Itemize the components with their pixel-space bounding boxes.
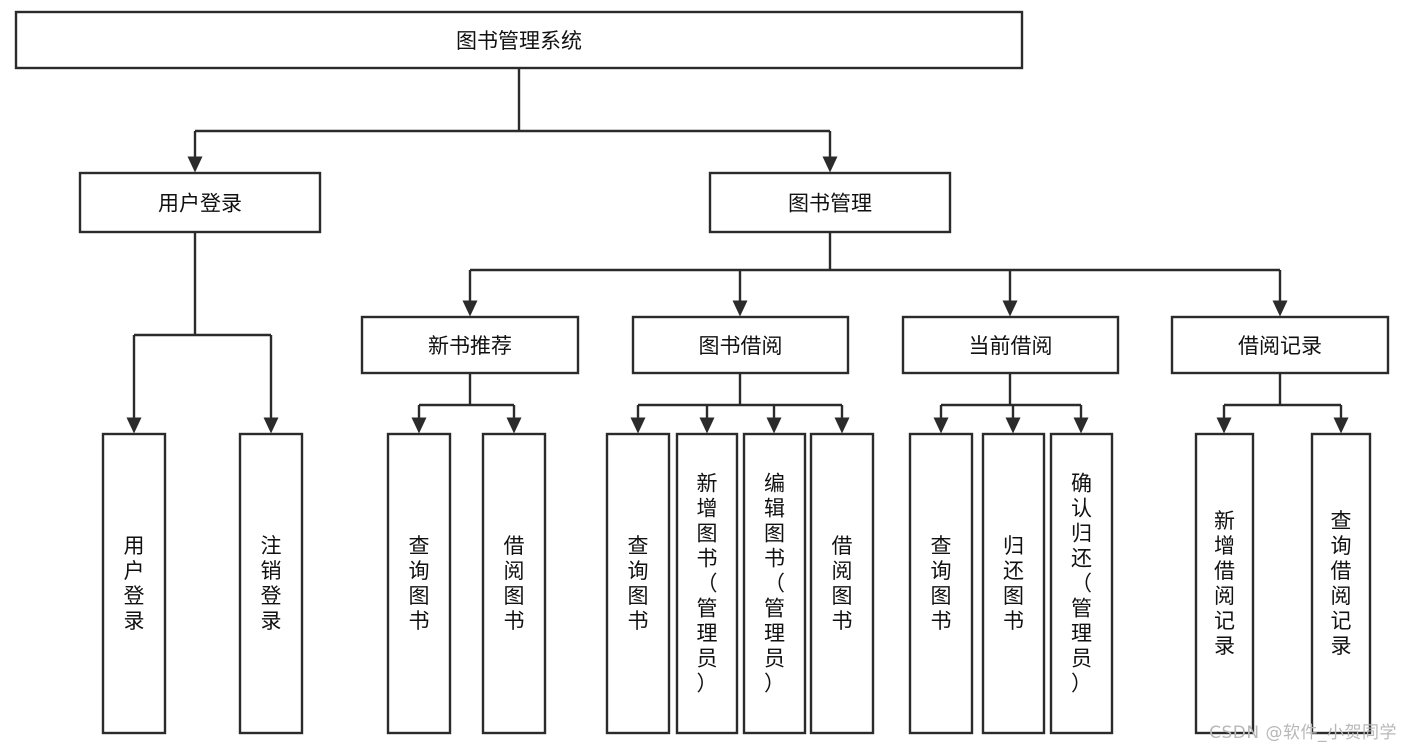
connector-new-book-recommend: [411, 373, 522, 434]
node-label-borrow-edit-book: 编辑图书（管理员）: [764, 472, 785, 696]
node-box-recommend-query-book: [386, 432, 452, 735]
connector-book-borrow: [630, 373, 850, 434]
arrow-head: [699, 417, 715, 434]
node-label-current-borrow: 当前借阅: [969, 334, 1053, 358]
node-box-current-return-book: [981, 432, 1046, 735]
arrow-head: [506, 417, 522, 434]
node-current-query-book[interactable]: 查询图书: [908, 432, 974, 735]
node-label-user-login-do: 用户登录: [124, 534, 145, 633]
node-label-user-login: 用户登录: [158, 192, 242, 216]
node-box-user-login: [78, 171, 322, 234]
node-label-borrow-borrow-book: 借阅图书: [832, 534, 853, 633]
arrow-head: [263, 417, 279, 434]
node-label-borrow-query-book: 查询图书: [628, 534, 649, 633]
arrow-head: [766, 417, 782, 434]
connector-root: [187, 68, 838, 173]
node-label-new-book-recommend: 新书推荐: [428, 334, 512, 358]
connector-user-login: [126, 232, 279, 434]
node-box-current-borrow: [901, 315, 1120, 375]
node-user-logout[interactable]: 注销登录: [238, 432, 304, 735]
node-box-record-query: [1310, 432, 1372, 735]
node-user-login-do[interactable]: 用户登录: [101, 432, 167, 735]
node-label-current-confirm-return: 确认归还（管理员）: [1071, 472, 1092, 696]
node-box-current-query-book: [908, 432, 974, 735]
node-box-book-management: [708, 171, 952, 234]
arrow-head: [1216, 417, 1232, 434]
node-book-management[interactable]: 图书管理: [708, 171, 952, 234]
arrow-head: [933, 417, 949, 434]
node-label-current-query-book: 查询图书: [931, 534, 952, 633]
node-box-borrow-record: [1170, 315, 1390, 375]
node-current-confirm-return[interactable]: 确认归还（管理员）: [1049, 432, 1114, 735]
node-label-borrow-record: 借阅记录: [1238, 334, 1322, 358]
arrow-head: [1272, 300, 1288, 317]
connector-borrow-record: [1216, 373, 1349, 434]
node-borrow-record[interactable]: 借阅记录: [1170, 315, 1390, 375]
node-record-add[interactable]: 新增借阅记录: [1194, 432, 1255, 735]
node-borrow-query-book[interactable]: 查询图书: [605, 432, 671, 735]
node-box-new-book-recommend: [360, 315, 580, 375]
node-label-record-query: 查询借阅记录: [1331, 509, 1352, 658]
node-label-book-borrow: 图书借阅: [699, 334, 783, 358]
node-box-user-login-do: [101, 432, 167, 735]
node-label-borrow-add-book: 新增图书（管理员）: [697, 472, 718, 696]
arrow-head: [126, 417, 142, 434]
connector-book-management: [462, 232, 1288, 317]
node-book-borrow[interactable]: 图书借阅: [631, 315, 850, 375]
arrow-head: [411, 417, 427, 434]
node-recommend-query-book[interactable]: 查询图书: [386, 432, 452, 735]
nodes-layer: 图书管理系统用户登录用户登录注销登录图书管理新书推荐查询图书借阅图书图书借阅查询…: [14, 10, 1390, 735]
arrow-head: [187, 156, 203, 173]
node-current-borrow[interactable]: 当前借阅: [901, 315, 1120, 375]
arrow-head: [834, 417, 850, 434]
arrow-head: [1333, 417, 1349, 434]
node-box-root: [14, 10, 1024, 70]
node-borrow-borrow-book[interactable]: 借阅图书: [809, 432, 875, 735]
node-label-root: 图书管理系统: [456, 29, 582, 53]
node-box-borrow-query-book: [605, 432, 671, 735]
node-root[interactable]: 图书管理系统: [14, 10, 1024, 70]
arrow-head: [462, 300, 478, 317]
node-current-return-book[interactable]: 归还图书: [981, 432, 1046, 735]
arrow-head: [732, 300, 748, 317]
node-label-user-logout: 注销登录: [261, 534, 282, 633]
node-recommend-borrow-book[interactable]: 借阅图书: [481, 432, 547, 735]
node-label-recommend-borrow-book: 借阅图书: [504, 534, 525, 633]
arrow-head: [630, 417, 646, 434]
node-box-current-confirm-return: [1049, 432, 1114, 735]
node-box-borrow-borrow-book: [809, 432, 875, 735]
node-box-record-add: [1194, 432, 1255, 735]
csdn-watermark: CSDN @软件_小贺同学: [1209, 723, 1397, 743]
node-label-record-add: 新增借阅记录: [1214, 509, 1235, 658]
node-label-recommend-query-book: 查询图书: [409, 534, 430, 633]
arrow-head: [1002, 300, 1018, 317]
arrow-head: [1005, 417, 1021, 434]
node-label-book-management: 图书管理: [788, 192, 872, 216]
node-box-borrow-edit-book: [742, 432, 807, 735]
connector-current-borrow: [933, 373, 1089, 434]
node-record-query[interactable]: 查询借阅记录: [1310, 432, 1372, 735]
arrow-head: [1073, 417, 1089, 434]
node-box-borrow-add-book: [675, 432, 739, 735]
node-box-recommend-borrow-book: [481, 432, 547, 735]
node-user-login[interactable]: 用户登录: [78, 171, 322, 234]
node-borrow-edit-book[interactable]: 编辑图书（管理员）: [742, 432, 807, 735]
arrow-head: [822, 156, 838, 173]
connectors-layer: [126, 68, 1349, 434]
node-new-book-recommend[interactable]: 新书推荐: [360, 315, 580, 375]
node-box-book-borrow: [631, 315, 850, 375]
node-label-current-return-book: 归还图书: [1003, 534, 1024, 633]
node-borrow-add-book[interactable]: 新增图书（管理员）: [675, 432, 739, 735]
node-box-user-logout: [238, 432, 304, 735]
